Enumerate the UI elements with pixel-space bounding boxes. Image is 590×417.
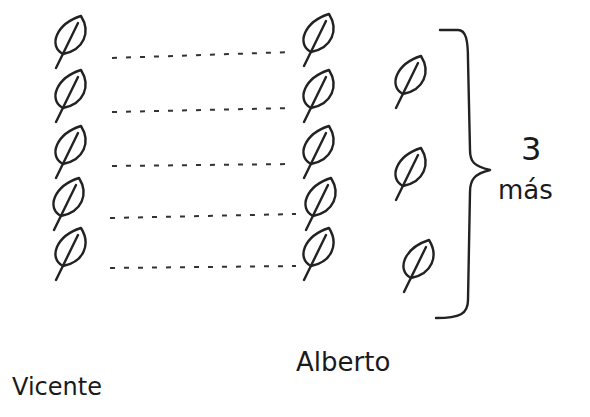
dotted-line	[112, 108, 292, 112]
person-name: Alberto	[296, 348, 390, 377]
leaf	[303, 70, 333, 122]
alberto-leaves	[303, 14, 433, 292]
vicente-leaves	[53, 16, 85, 280]
person-name: Vicente	[12, 374, 102, 400]
leaf	[303, 14, 333, 66]
leaf	[303, 126, 333, 178]
callout-text: más	[498, 176, 553, 205]
dotted-line	[110, 214, 296, 218]
dotted-line	[112, 52, 292, 58]
dotted-line	[110, 266, 296, 268]
dotted-line	[112, 164, 292, 166]
leaf	[53, 178, 83, 230]
callout-number: 3	[521, 132, 541, 167]
leaf	[55, 70, 85, 122]
matching-lines	[110, 52, 296, 268]
leaf	[55, 228, 85, 280]
leaf	[403, 240, 433, 292]
leaf	[303, 228, 333, 280]
leaf	[395, 148, 425, 200]
leaf	[395, 56, 425, 108]
leaf	[305, 178, 335, 230]
curly-bracket	[436, 30, 490, 318]
leaf	[55, 16, 85, 68]
leaf	[55, 126, 85, 178]
